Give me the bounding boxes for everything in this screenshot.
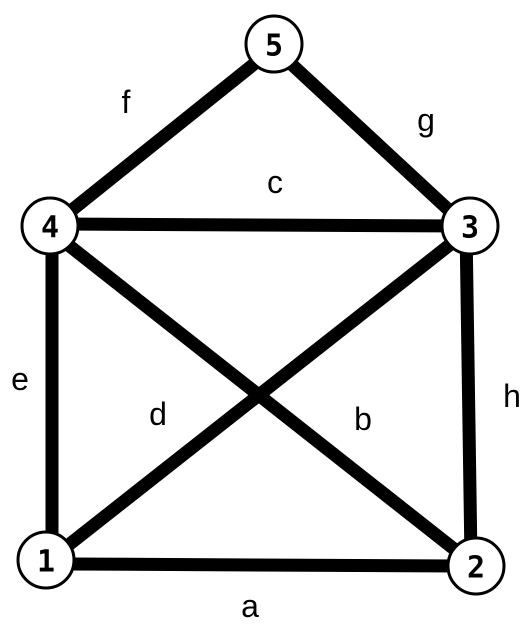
edge-g [269,43,471,231]
nodes: 1 2 3 4 5 [16,14,506,596]
edge-label-b: b [354,401,372,437]
node-label-3: 3 [461,211,479,246]
edge-c [59,217,467,233]
edge-label-d: d [149,396,167,432]
edge-h [459,225,478,561]
edge-f [47,42,279,232]
edge-d [47,226,471,564]
edge-label-h: h [503,378,521,414]
edge-b [57,234,473,566]
node-5: 5 [244,14,304,74]
node-2: 2 [446,536,506,596]
node-label-5: 5 [265,29,283,64]
node-1: 1 [16,530,76,590]
edge-label-e: e [11,361,29,397]
edge-a [69,557,459,573]
edge-label-a: a [241,588,259,624]
node-label-2: 2 [467,551,485,586]
edge-label-g: g [417,102,435,138]
edge-label-c: c [267,164,283,200]
edge-label-f: f [122,84,131,120]
edge-labels: a b c d e f g h [11,84,521,624]
node-3: 3 [440,196,500,256]
node-label-1: 1 [37,545,55,580]
node-4: 4 [20,196,80,256]
node-label-4: 4 [41,211,59,246]
edges [45,42,478,573]
